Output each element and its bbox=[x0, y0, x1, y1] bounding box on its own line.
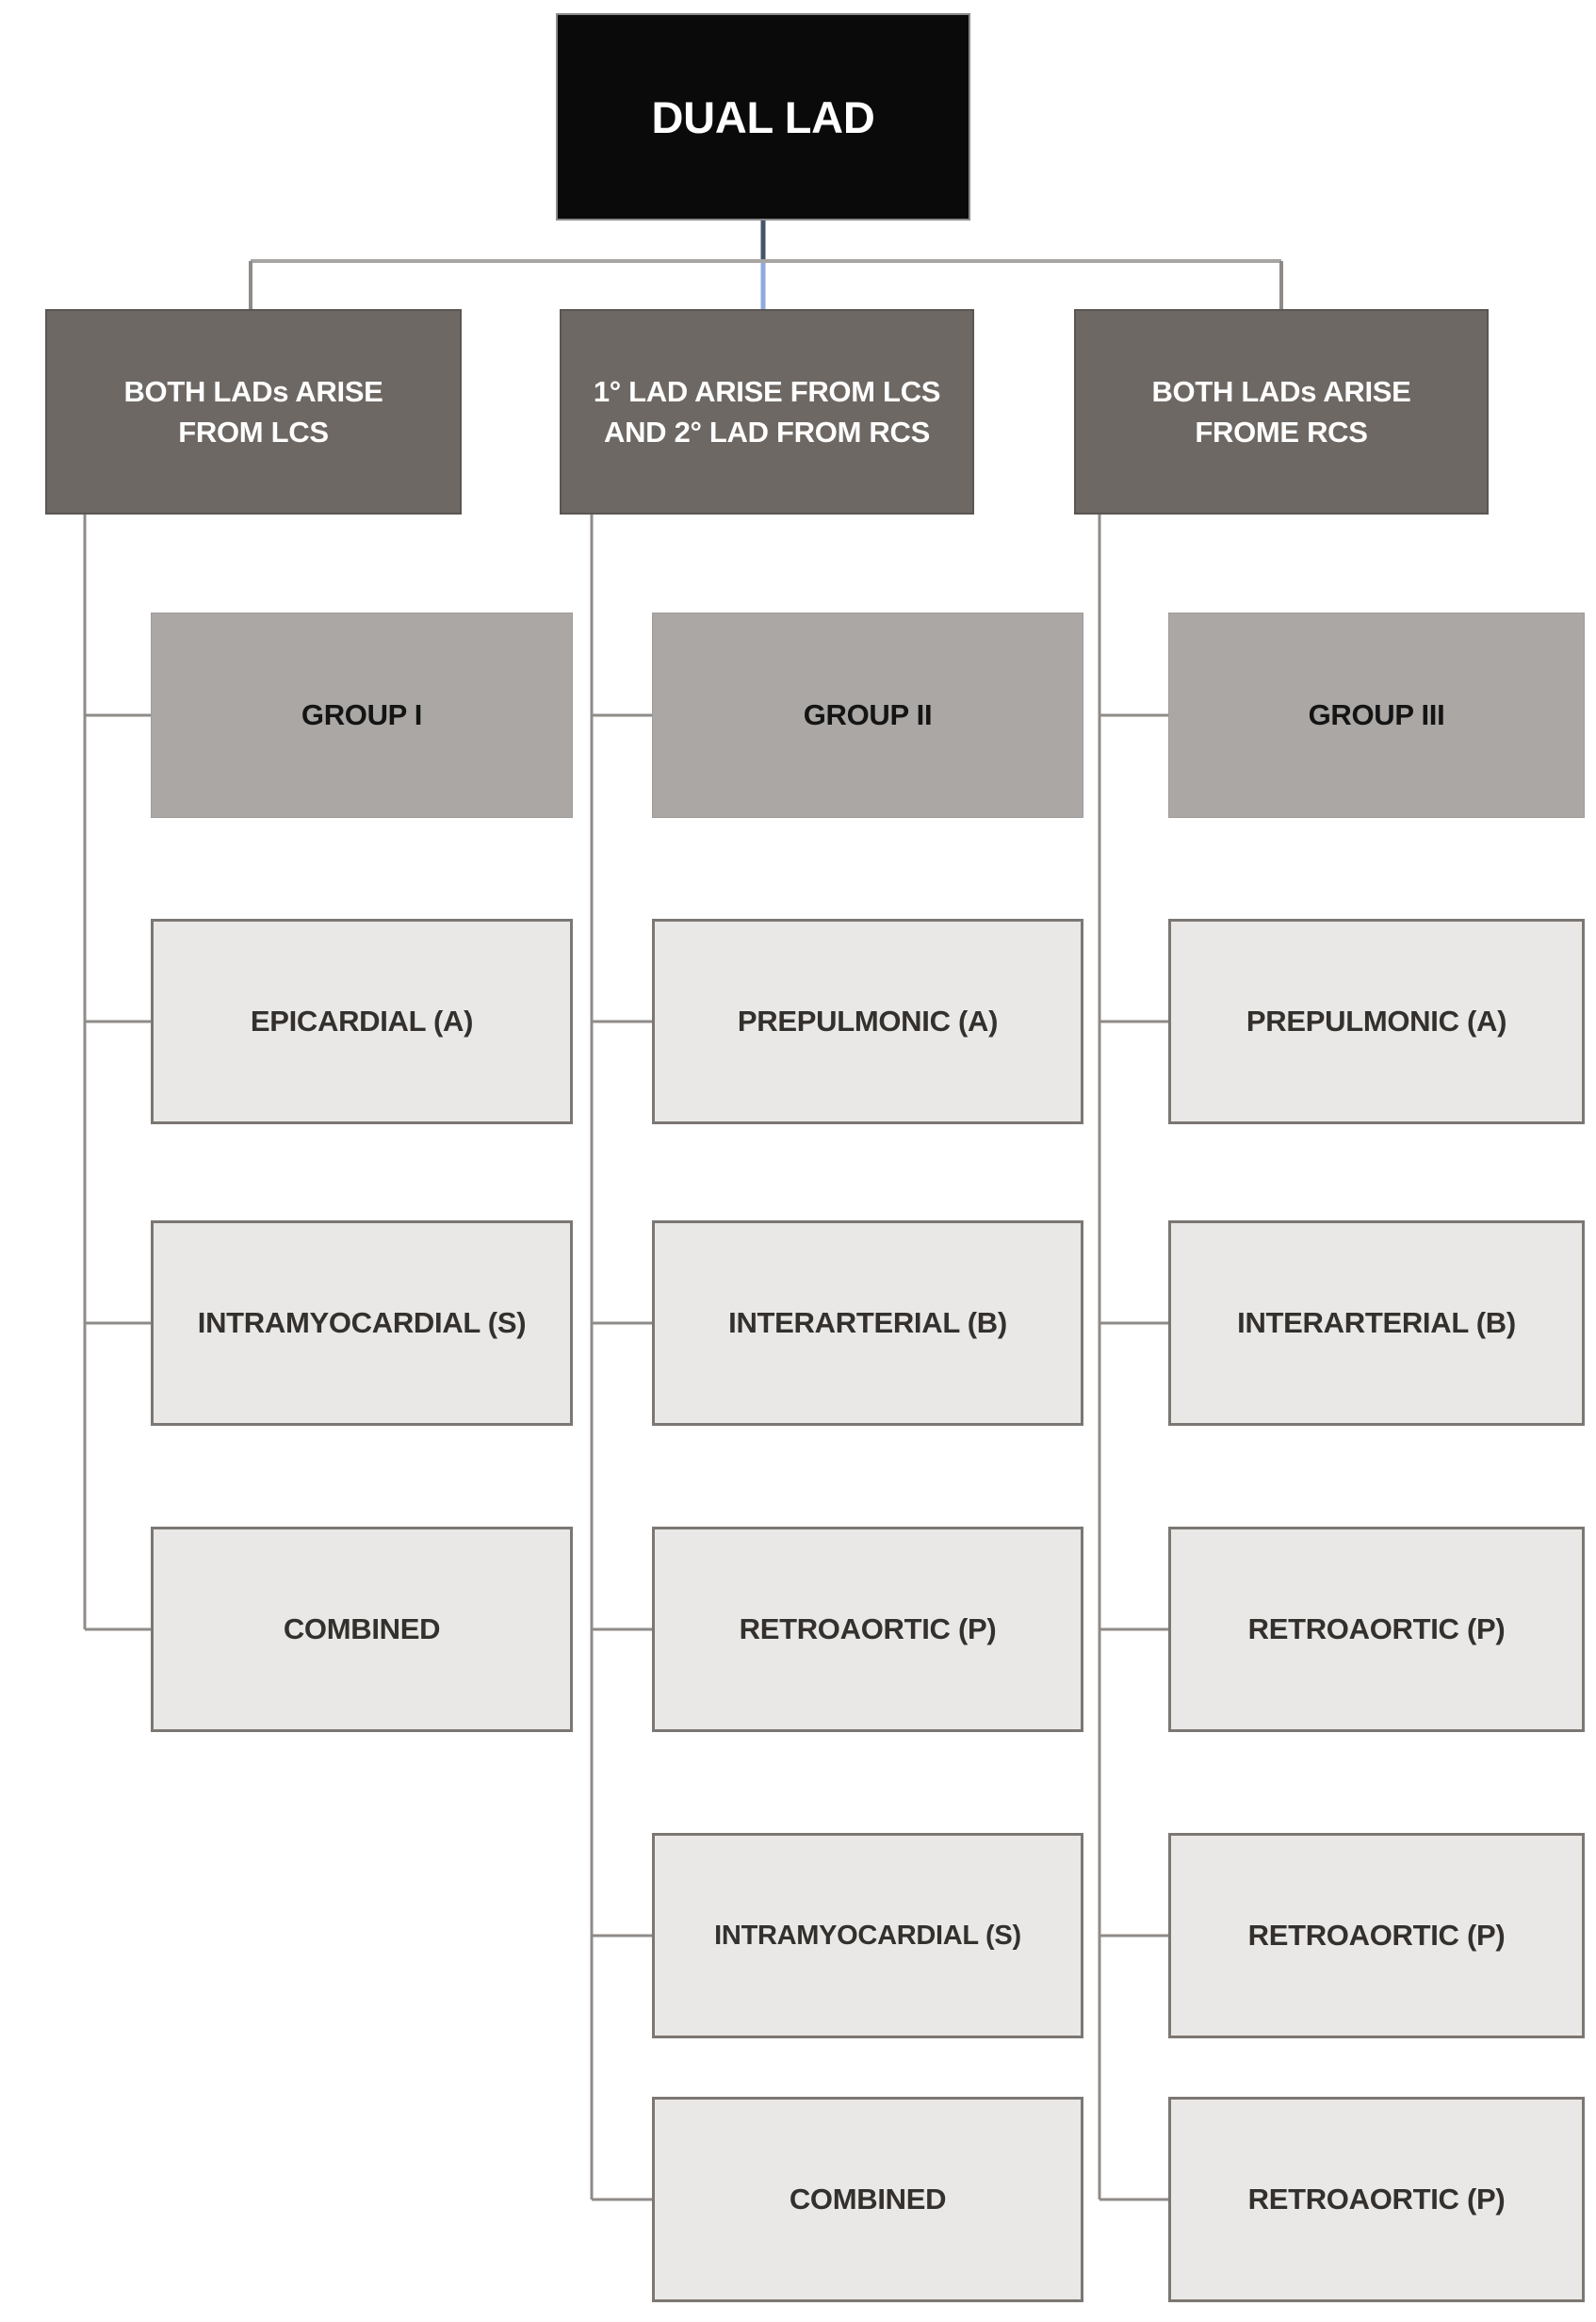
header-line: FROM LCS bbox=[178, 416, 329, 449]
node-group-ii: GROUP II bbox=[652, 613, 1083, 818]
node-c2-interarterial-b: INTERARTERIAL (B) bbox=[652, 1220, 1083, 1426]
node-c2-intramyocardial-s: INTRAMYOCARDIAL (S) bbox=[652, 1833, 1083, 2038]
node-c3-interarterial-b: INTERARTERIAL (B) bbox=[1168, 1220, 1585, 1426]
node-c3-retroaortic-p-3: RETROAORTIC (P) bbox=[1168, 2097, 1585, 2302]
node-c1-combined: COMBINED bbox=[151, 1527, 573, 1732]
node-c2-prepulmonic-a: PREPULMONIC (A) bbox=[652, 919, 1083, 1124]
node-c1-epicardial-a: EPICARDIAL (A) bbox=[151, 919, 573, 1124]
node-c2-retroaortic-p: RETROAORTIC (P) bbox=[652, 1527, 1083, 1732]
header-line: 1° LAD ARISE FROM LCS bbox=[593, 374, 941, 408]
node-c3-retroaortic-p-1: RETROAORTIC (P) bbox=[1168, 1527, 1585, 1732]
header-line: BOTH LADs ARISE bbox=[1151, 374, 1411, 408]
node-both-lads-arise-from-lcs: BOTH LADs ARISE FROM LCS bbox=[45, 309, 462, 515]
node-c2-combined: COMBINED bbox=[652, 2097, 1083, 2302]
node-dual-lad: DUAL LAD bbox=[556, 13, 970, 221]
node-group-i: GROUP I bbox=[151, 613, 573, 818]
node-c1-intramyocardial-s: INTRAMYOCARDIAL (S) bbox=[151, 1220, 573, 1426]
node-c3-retroaortic-p-2: RETROAORTIC (P) bbox=[1168, 1833, 1585, 2038]
node-c3-prepulmonic-a: PREPULMONIC (A) bbox=[1168, 919, 1585, 1124]
header-line: FROME RCS bbox=[1195, 416, 1368, 449]
node-both-lads-arise-frome-rcs: BOTH LADs ARISE FROME RCS bbox=[1074, 309, 1489, 515]
header-line: AND 2° LAD FROM RCS bbox=[604, 416, 930, 449]
node-1-lad-from-lcs-2-lad-from-rcs: 1° LAD ARISE FROM LCS AND 2° LAD FROM RC… bbox=[560, 309, 974, 515]
node-group-iii: GROUP III bbox=[1168, 613, 1585, 818]
header-line: BOTH LADs ARISE bbox=[123, 374, 383, 408]
